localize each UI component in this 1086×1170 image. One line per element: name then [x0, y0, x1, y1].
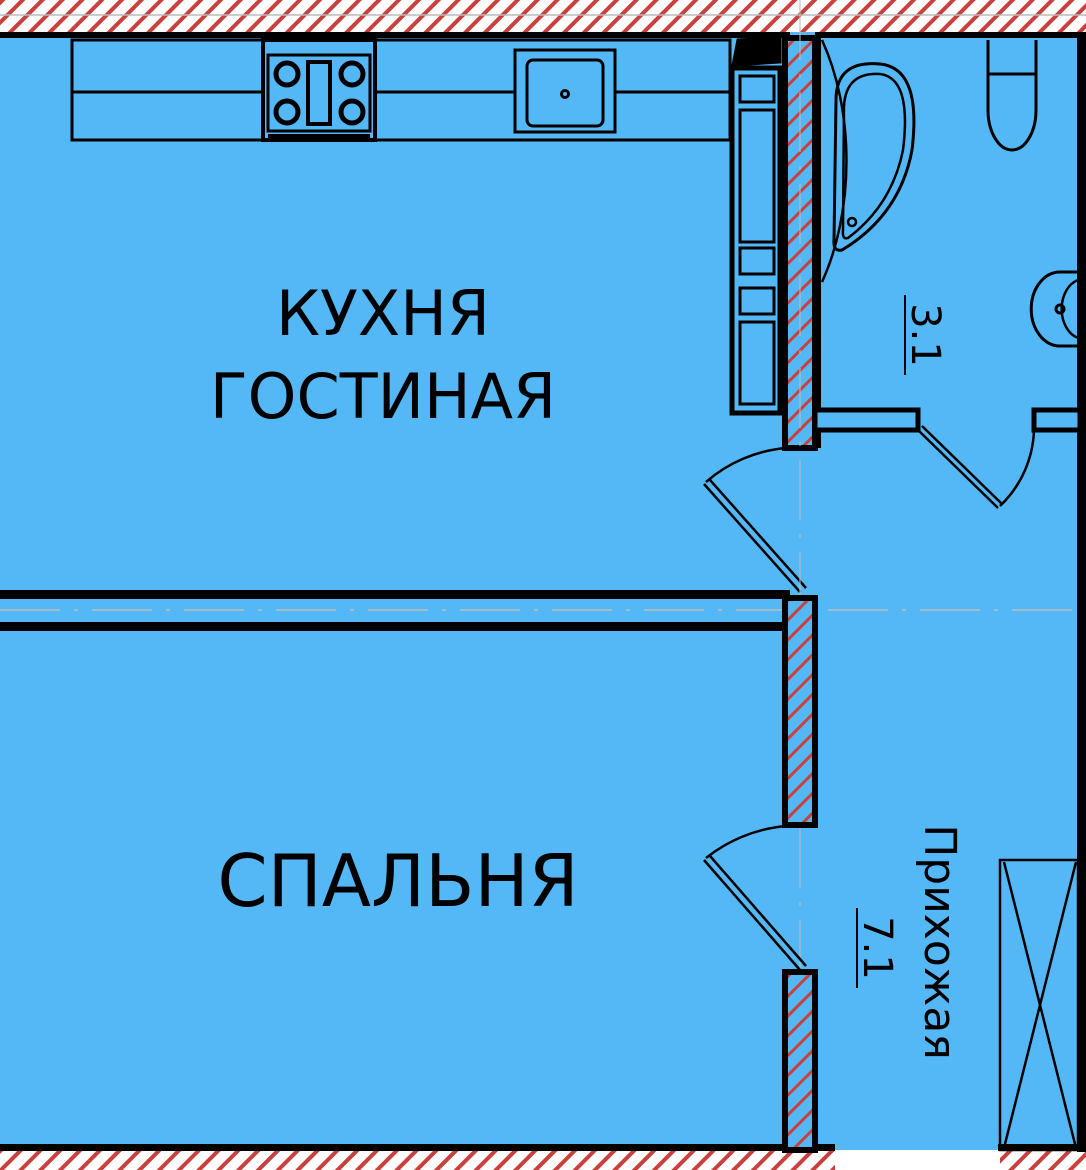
kitchen-door[interactable] — [703, 446, 807, 593]
wardrobe-icon — [998, 858, 1080, 1152]
tall-cabinet — [729, 36, 783, 416]
bathroom-wall — [812, 407, 921, 433]
bedroom-label: СПАЛЬНЯ — [217, 839, 578, 923]
outer-wall-bottom — [0, 1150, 835, 1170]
interior-wall — [0, 590, 790, 599]
hallway-area: 7.1 — [854, 916, 900, 980]
kitchen-label-line1: КУХНЯ — [276, 277, 490, 350]
outer-wall-right — [1077, 32, 1086, 1152]
kitchen-label-line2: ГОСТИНАЯ — [210, 360, 556, 433]
bathroom-door[interactable] — [917, 425, 1036, 509]
bathtub-icon — [820, 39, 916, 283]
bedroom-door[interactable] — [703, 824, 807, 971]
entrance-opening — [835, 1150, 1000, 1170]
toilet-icon — [986, 40, 1038, 152]
sink-icon — [513, 48, 617, 134]
stove-icon — [261, 38, 377, 142]
bathroom-area: 3.1 — [902, 303, 948, 367]
partition-wall-lower — [782, 595, 818, 828]
outer-wall-top — [0, 0, 1086, 32]
hallway-label: Прихожая — [914, 824, 965, 1060]
washbasin-icon — [1029, 270, 1079, 348]
